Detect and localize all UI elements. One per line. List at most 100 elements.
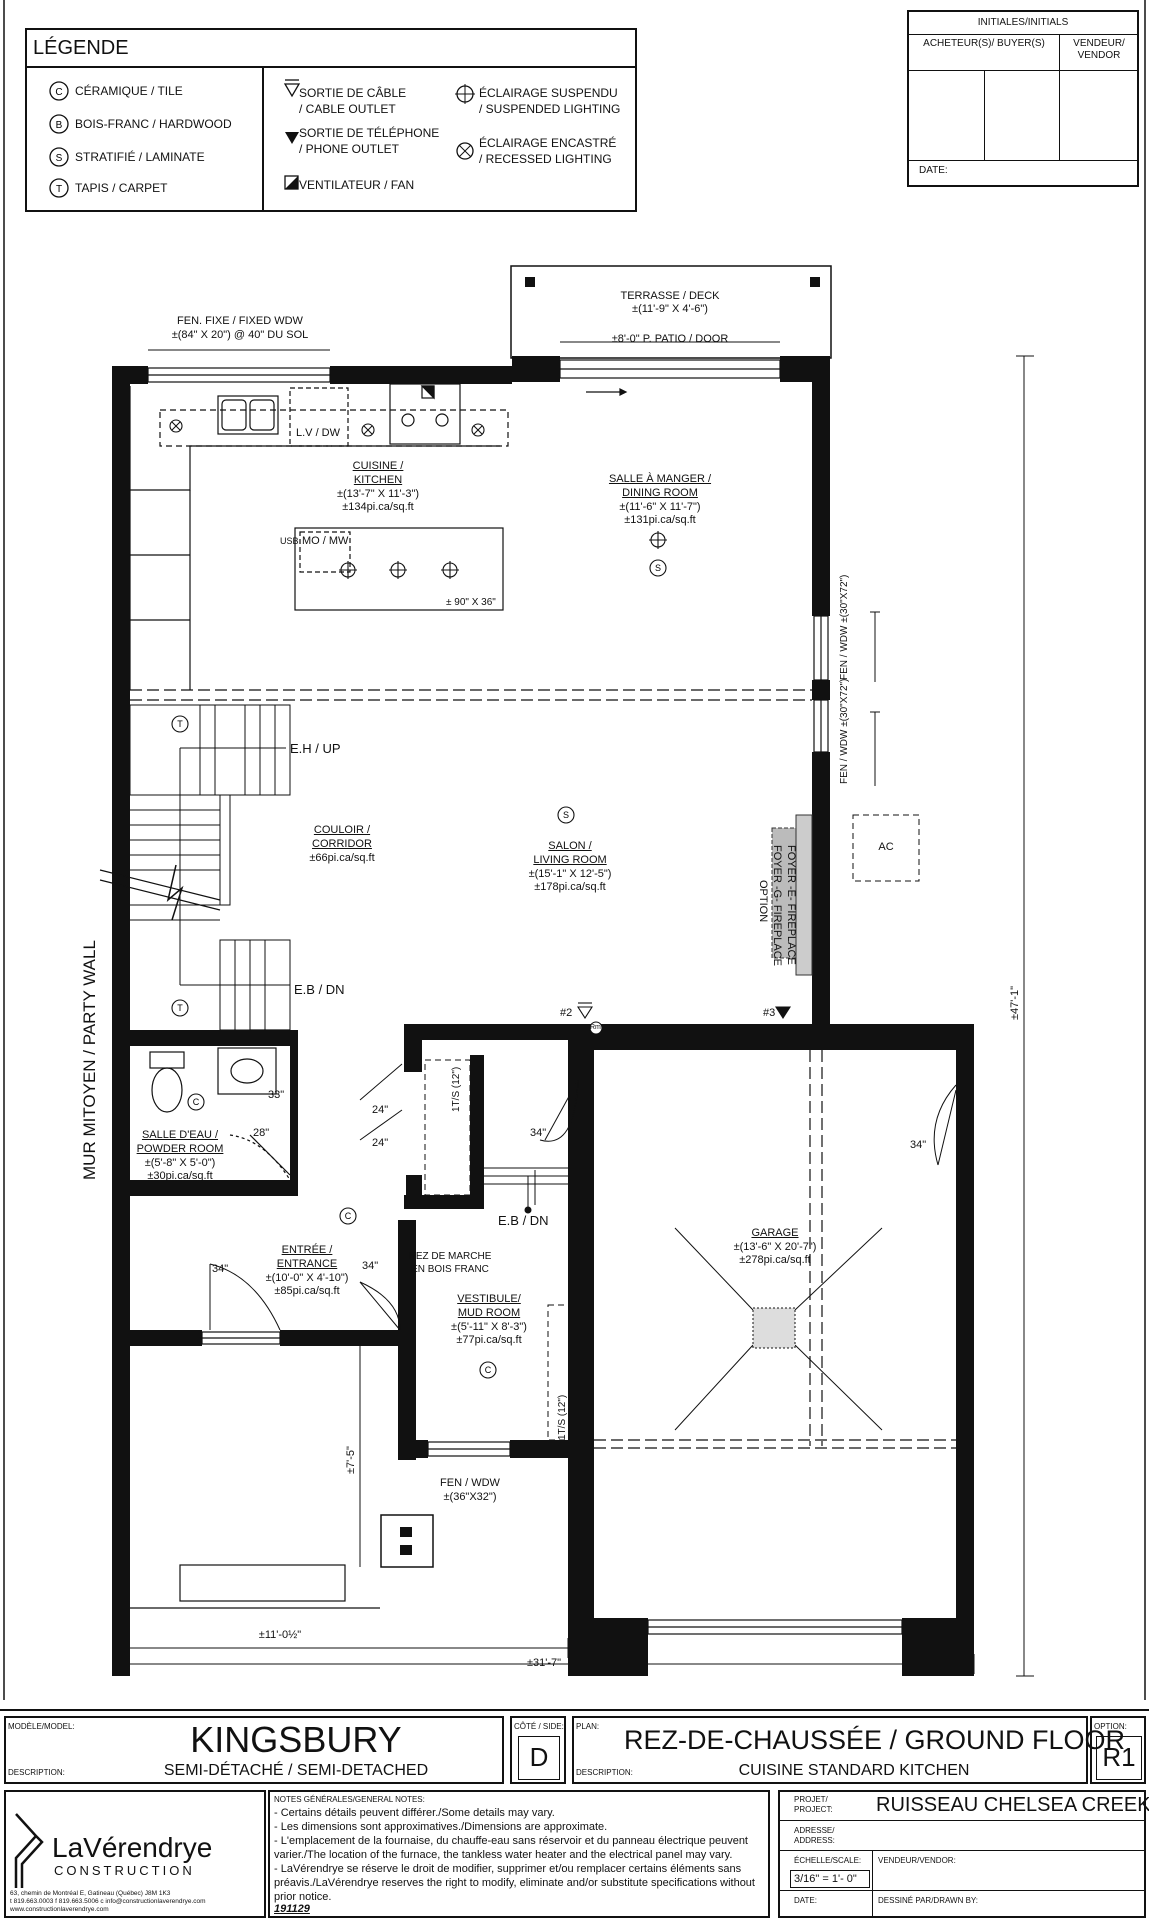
fireplace-option-label: OPTION [757,880,769,923]
initials-rule-3 [909,160,1137,161]
legend-suspended-2: / SUSPENDED LIGHTING [479,102,621,116]
suspended-light-icon [455,84,475,104]
window-right-1-size: ±(30"X72") [839,574,850,623]
dining-name-en: DINING ROOM [622,487,698,499]
svg-text:B: B [56,120,63,131]
project-vline [872,1850,873,1916]
svg-text:S: S [563,810,569,820]
living-area: ±178pi.ca/sq.ft [534,881,606,893]
recessed-lights [169,419,485,437]
address-label: ADRESSE/ ADDRESS: [794,1826,835,1845]
project-box: PROJET/ PROJECT: RUISSEAU CHELSEA CREEK … [778,1790,1149,1918]
front-steps [130,1564,380,1609]
window-right-2-size: ±(30"X72") [839,678,850,727]
svg-text:C: C [345,1211,352,1221]
legend-divider [262,66,264,210]
plan-description: CUISINE STANDARD KITCHEN [738,1762,970,1779]
legend-carpet: TAPIS / CARPET [75,181,168,195]
legend-box: LÉGENDE C B S T CÉRAMIQUE / TILE BOIS-FR… [25,28,637,212]
dining-name: SALLE À MANGER / [608,473,712,485]
carpet-symbol: T [49,178,69,198]
initials-date: DATE: [919,165,948,176]
living-name-en: LIVING ROOM [533,854,607,866]
mud-door-dim: 34" [530,1127,547,1139]
ac-unit [852,814,920,882]
project-label: PROJET/ PROJECT: [794,1795,833,1814]
plan-label: PLAN: [576,1722,600,1731]
dining-dim: ±(11'-6" X 11'-7") [619,501,701,513]
powder-name: SALLE D'EAU / [141,1129,219,1141]
entrance-door-dim: 34" [212,1263,229,1275]
scale-label: ÉCHELLE/SCALE: [794,1856,862,1865]
recessed-light-icon [456,142,474,160]
tile-symbol: C [49,81,69,101]
stair-nose-label-2: EN BOIS FRANC [411,1264,489,1275]
footer-date-label: DATE: [794,1896,817,1905]
total-height-dim: ±47'-1" [1009,985,1021,1020]
party-wall-label: MUR MITOYEN / PARTY WALL [80,940,99,1180]
walls [112,356,974,1676]
windows [147,359,903,1635]
scale-value-frame [790,1870,870,1888]
note-item: - LaVérendrye se réserve le droit de mod… [274,1863,755,1903]
side-value-frame [518,1736,560,1780]
plan-box: PLAN: DESCRIPTION: REZ-DE-CHAUSSÉE / GRO… [572,1716,1125,1784]
garage-door-dim: 34" [910,1139,927,1151]
dimension-lines [119,341,1034,1677]
notes-title: NOTES GÉNÉRALES/GENERAL NOTES: [274,1795,425,1804]
mud-dim: ±(5'-11" X 8'-3") [451,1321,527,1333]
mud-closet [424,1059,578,1441]
legend-title: LÉGENDE [33,37,129,59]
model-desc-label: DESCRIPTION: [8,1768,65,1777]
project-rule-3 [780,1890,1144,1891]
fan-icon [284,175,299,190]
notes-list: - Certains détails peuvent différer./Som… [274,1806,764,1904]
entrance-dim: ±(10'-0" X 4'-10") [265,1272,349,1284]
fireplace-e-label: FOYER -E- FIREPLACE [785,845,797,965]
company-name: LaVérendrye [52,1832,213,1863]
kitchen-dim: ±(13'-7" X 11'-3") [336,488,420,500]
island-dim: ± 90" X 36" [446,597,496,608]
deck-name: TERRASSE / DECK [620,290,720,302]
drawing-code: 191129 [274,1903,310,1915]
entrance-inner-door-dim: 34" [362,1260,379,1272]
corridor-name-en: CORRIDOR [312,838,372,850]
patio-door-label: ±8'-0" P. PATIO / DOOR [611,333,729,345]
legend-cable-2: / CABLE OUTLET [299,102,396,116]
entrance-depth-dim: ±7'-5" [345,1446,357,1474]
legend-symbols: C B S T [49,79,475,198]
rm-label: Rm [590,1024,601,1031]
powder-dim: ±(5'-8" X 5'-0") [144,1157,216,1169]
option-box: OPTION: R1 [1090,1716,1146,1784]
garage-area: ±278pi.ca/sq.ft [739,1254,811,1266]
svg-text:T: T [177,719,183,729]
side-value: D [529,1742,549,1772]
front-window-label: FEN / WDW [440,1477,500,1489]
initials-rule-2 [909,70,1137,71]
svg-text:T: T [177,1003,183,1013]
mud-area: ±77pi.ca/sq.ft [456,1334,522,1346]
side-label: CÔTÉ / SIDE: [514,1722,564,1731]
legend-tile: CÉRAMIQUE / TILE [75,84,183,98]
powder-area: ±30pi.ca/sq.ft [147,1170,213,1182]
legend-recessed-1: ÉCLAIRAGE ENCASTRÉ [479,136,617,150]
closet-door-dim-b: 24" [372,1137,389,1149]
svg-text:C: C [485,1365,492,1375]
note-item: - Les dimensions sont approximatives./Di… [274,1821,608,1833]
usb-label: USB [280,536,299,546]
hardwood-symbol: B [49,114,69,134]
kitchen-area: ±134pi.ca/sq.ft [342,501,414,513]
deck-dim: ±(11'-9" X 4'-6") [632,303,708,315]
initials-vline-1 [1059,34,1060,160]
patio-arrow [586,388,628,396]
legend-laminate: STRATIFIÉ / LAMINATE [75,150,205,164]
cable-outlet-icon [283,79,301,98]
project-rule-1 [780,1820,1144,1821]
option-value: R1 [1102,1742,1136,1772]
mud-name-en: MUD ROOM [457,1307,521,1319]
entrance-name: ENTRÉE / [281,1244,333,1256]
dining-area: ±131pi.ca/sq.ft [624,514,696,526]
entrance-area: ±85pi.ca/sq.ft [274,1285,340,1297]
width-11-dim: ±11'-0½" [258,1629,302,1641]
shelf-label-2: 1T/S (12") [557,1394,568,1440]
